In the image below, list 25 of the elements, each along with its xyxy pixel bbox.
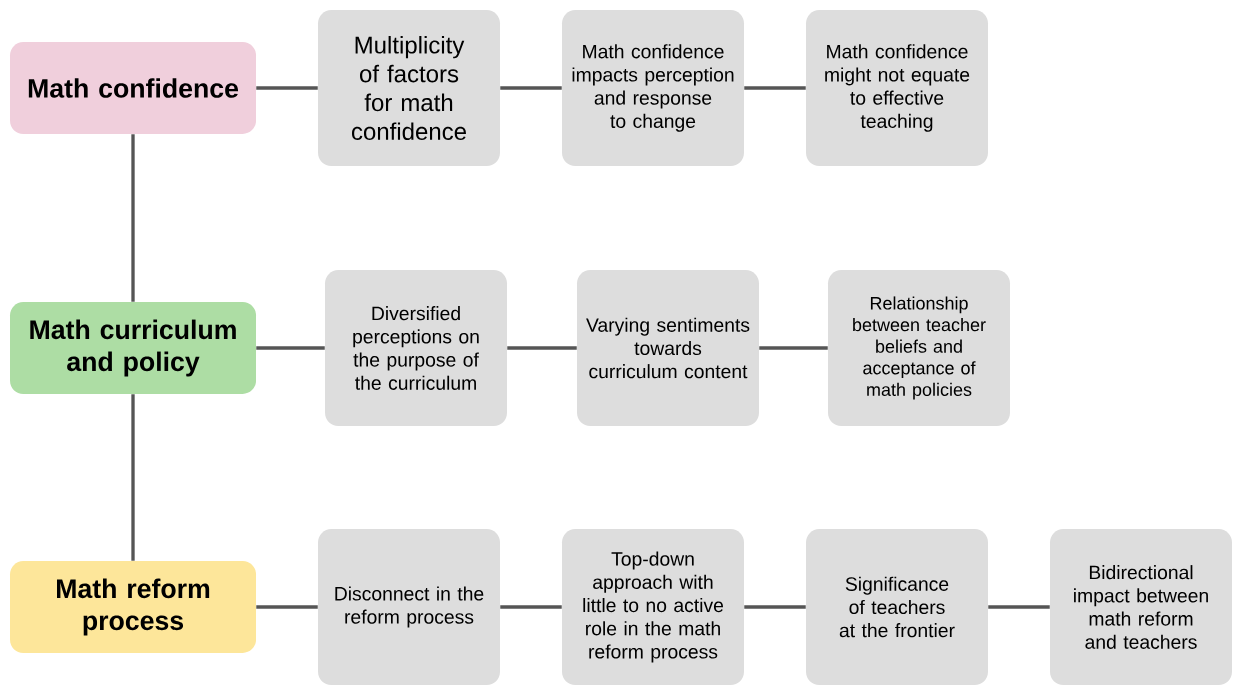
- connector-line: [500, 605, 562, 609]
- topic-box: Multiplicity of factors for math confidence: [318, 10, 500, 166]
- topic-box: Top-down approach with little to no active role in the math reform process: [562, 529, 744, 685]
- connector-line: [507, 346, 577, 350]
- topic-box: Bidirectional impact between math reform and teachers: [1050, 529, 1232, 685]
- connector-line: [131, 134, 135, 302]
- topic-box: Significance of teachers at the frontier: [806, 529, 988, 685]
- topic-box: Disconnect in the reform process: [318, 529, 500, 685]
- topic-box: Diversified perceptions on the purpose of the curriculum: [325, 270, 507, 426]
- connector-line: [131, 394, 135, 561]
- connector-line: [256, 86, 318, 90]
- connector-line: [500, 86, 562, 90]
- connector-line: [256, 346, 325, 350]
- topic-box: Relationship between teacher beliefs and acceptance of math policies: [828, 270, 1010, 426]
- category-box: Math reform process: [10, 561, 256, 653]
- connector-line: [759, 346, 828, 350]
- category-box: Math confidence: [10, 42, 256, 134]
- topic-box: Math confidence might not equate to effective teaching: [806, 10, 988, 166]
- connector-line: [256, 605, 318, 609]
- category-box: Math curriculum and policy: [10, 302, 256, 394]
- connector-line: [744, 605, 806, 609]
- topic-box: Math confidence impacts perception and response to change: [562, 10, 744, 166]
- connector-line: [744, 86, 806, 90]
- connector-line: [988, 605, 1050, 609]
- topic-box: Varying sentiments towards curriculum content: [577, 270, 759, 426]
